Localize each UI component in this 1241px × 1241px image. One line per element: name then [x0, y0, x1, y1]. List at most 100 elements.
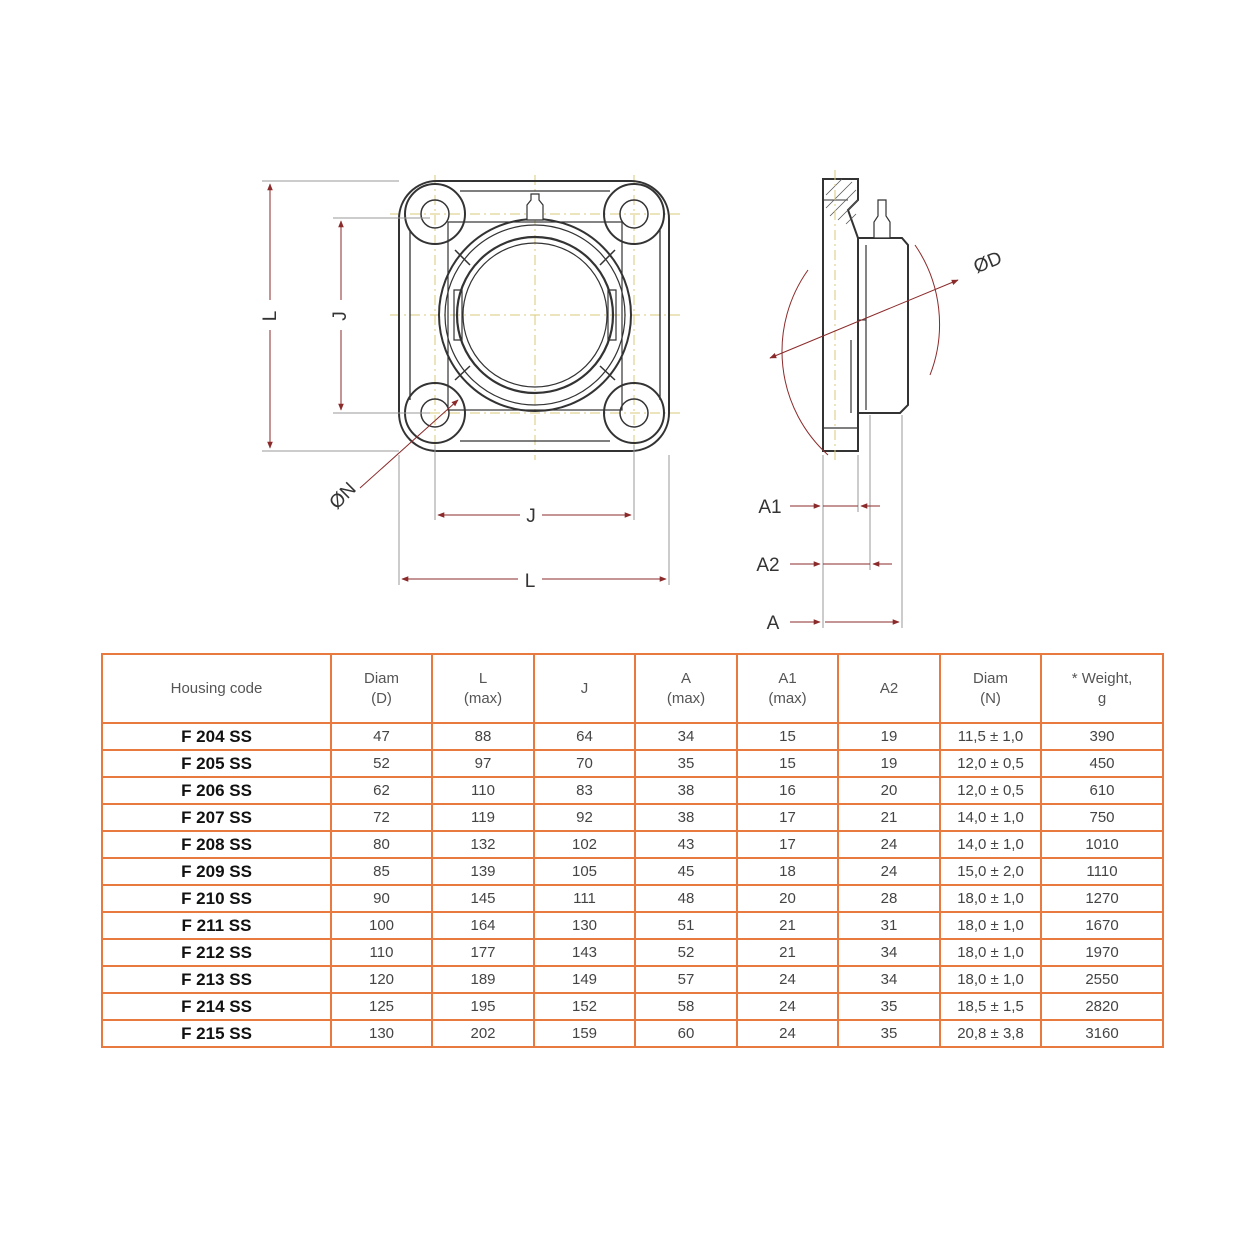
housing-code-cell: F 210 SS — [101, 884, 332, 913]
housing-code-cell: F 211 SS — [101, 911, 332, 940]
table-cell: 18,0 ± 1,0 — [939, 965, 1042, 994]
table-cell: 19 — [837, 722, 941, 751]
table-cell: 12,0 ± 0,5 — [939, 749, 1042, 778]
table-cell: 20 — [837, 776, 941, 805]
table-cell: 143 — [533, 938, 636, 967]
table-cell: 38 — [634, 803, 738, 832]
header-line-2: (max) — [666, 689, 706, 707]
dim-label-d: ØD — [971, 248, 1005, 278]
table-cell: 164 — [431, 911, 535, 940]
mounting-hole — [420, 199, 450, 229]
table-cell: 750 — [1040, 803, 1164, 832]
table-cell: 18,0 ± 1,0 — [939, 938, 1042, 967]
mounting-hole — [619, 199, 649, 229]
table-cell: 102 — [533, 830, 636, 859]
table-cell: 610 — [1040, 776, 1164, 805]
table-cell: 390 — [1040, 722, 1164, 751]
table-cell: 2820 — [1040, 992, 1164, 1021]
header-a-max: A (max) — [634, 653, 738, 724]
table-cell: 17 — [736, 830, 839, 859]
dim-label-l-vertical: L — [260, 311, 281, 322]
dim-label-l-horizontal: L — [525, 571, 536, 592]
dim-label-j-vertical: J — [330, 311, 351, 321]
technical-drawing: L J J L ØN — [260, 170, 1006, 634]
table-cell: 14,0 ± 1,0 — [939, 803, 1042, 832]
table-cell: 1270 — [1040, 884, 1164, 913]
table-cell: 58 — [634, 992, 738, 1021]
header-line-1: A — [680, 669, 691, 687]
flange-outline — [398, 180, 670, 452]
housing-code-cell: F 207 SS — [101, 803, 332, 832]
header-line-1: * Weight, — [1071, 669, 1133, 687]
front-dimensions — [262, 180, 670, 585]
table-cell: 132 — [431, 830, 535, 859]
header-weight: * Weight, g — [1040, 653, 1164, 724]
dim-label-a2: A2 — [756, 555, 779, 576]
table-cell: 1010 — [1040, 830, 1164, 859]
housing-code-cell: F 215 SS — [101, 1019, 332, 1048]
header-diam-n: Diam(N) — [939, 653, 1042, 724]
table-cell: 15 — [736, 749, 839, 778]
table-cell: 15 — [736, 722, 839, 751]
table-cell: 34 — [837, 938, 941, 967]
table-cell: 24 — [837, 857, 941, 886]
header-line-1: A2 — [879, 679, 899, 697]
grease-nipple — [526, 193, 544, 221]
table-cell: 70 — [533, 749, 636, 778]
table-cell: 12,0 ± 0,5 — [939, 776, 1042, 805]
table-cell: 110 — [431, 776, 535, 805]
table-cell: 100 — [330, 911, 433, 940]
table-cell: 52 — [634, 938, 738, 967]
housing-code-cell: F 205 SS — [101, 749, 332, 778]
table-cell: 28 — [837, 884, 941, 913]
header-line-1: Housing code — [170, 679, 263, 697]
table-cell: 34 — [837, 965, 941, 994]
table-cell: 31 — [837, 911, 941, 940]
table-cell: 85 — [330, 857, 433, 886]
table-cell: 24 — [736, 992, 839, 1021]
table-cell: 97 — [431, 749, 535, 778]
table-cell: 72 — [330, 803, 433, 832]
header-line-2: g — [1097, 689, 1107, 707]
header-l-max: L(max) — [431, 653, 535, 724]
front-view — [390, 175, 680, 460]
table-cell: 1110 — [1040, 857, 1164, 886]
table-cell: 57 — [634, 965, 738, 994]
table-cell: 62 — [330, 776, 433, 805]
table-cell: 19 — [837, 749, 941, 778]
dim-label-j-horizontal: J — [526, 506, 536, 527]
table-cell: 14,0 ± 1,0 — [939, 830, 1042, 859]
table-cell: 51 — [634, 911, 738, 940]
table-cell: 111 — [533, 884, 636, 913]
table-cell: 195 — [431, 992, 535, 1021]
side-view — [781, 170, 941, 460]
table-cell: 1970 — [1040, 938, 1164, 967]
table-cell: 24 — [837, 830, 941, 859]
header-housing-code: Housing code — [101, 653, 332, 724]
table-cell: 24 — [736, 1019, 839, 1048]
table-cell: 60 — [634, 1019, 738, 1048]
dim-label-n: ØN — [326, 479, 361, 514]
table-cell: 18,5 ± 1,5 — [939, 992, 1042, 1021]
header-line-1: A1 — [778, 669, 797, 687]
table-cell: 2550 — [1040, 965, 1164, 994]
table-cell: 34 — [634, 722, 738, 751]
housing-code-cell: F 212 SS — [101, 938, 332, 967]
table-cell: 130 — [330, 1019, 433, 1048]
table-cell: 18,0 ± 1,0 — [939, 911, 1042, 940]
side-grease-nipple — [873, 199, 891, 239]
header-line-1: J — [580, 679, 589, 697]
table-cell: 52 — [330, 749, 433, 778]
table-cell: 43 — [634, 830, 738, 859]
table-cell: 48 — [634, 884, 738, 913]
table-cell: 35 — [837, 1019, 941, 1048]
